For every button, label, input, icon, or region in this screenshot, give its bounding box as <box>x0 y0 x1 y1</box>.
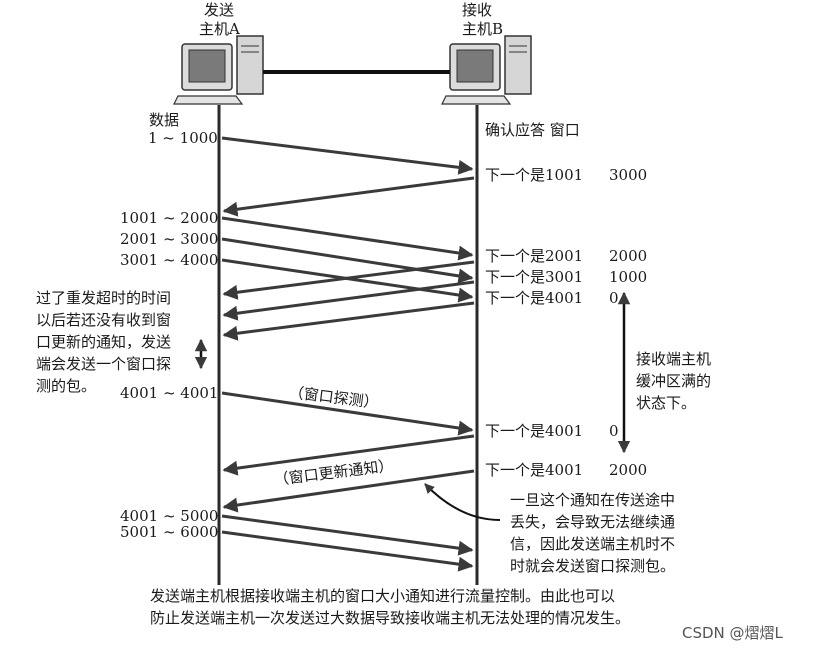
computer-a-icon <box>173 35 264 105</box>
ack-window-4: 0 <box>609 289 619 307</box>
segment-arrow-4001-5000 <box>221 514 474 556</box>
segment-arrow-2001-3000 <box>221 237 474 284</box>
loss-note-line-3: 信，因此发送端主机时不 <box>510 535 676 553</box>
timeout-note-line-1: 过了重发超时的时间 <box>36 289 172 307</box>
segment-label-3: 2001 ~ 3000 <box>120 230 219 248</box>
computer-b-icon <box>441 35 532 105</box>
buffer-note-line-2: 缓冲区满的 <box>636 372 712 390</box>
ack-window-3: 1000 <box>609 268 648 286</box>
segment-label-2: 1001 ~ 2000 <box>120 209 219 227</box>
probe-arrow-4001 <box>221 391 474 436</box>
loss-note-line-2: 丢失，会导致无法继续通 <box>510 513 676 531</box>
update-arrow-4001-w2000 <box>222 469 475 513</box>
segment-arrow-1001-2000 <box>221 216 474 261</box>
ack-label-3: 下一个是3001 <box>485 268 584 286</box>
receiver-host-label-1: 接收 <box>462 1 493 19</box>
data-header: 数据 <box>149 111 180 129</box>
loss-note-line-4: 时就会发送窗口探测包。 <box>510 557 676 575</box>
ack-arrow-4001-w0-b <box>222 434 475 476</box>
ack-label-2: 下一个是2001 <box>485 247 584 265</box>
ack-window-6: 2000 <box>609 461 648 479</box>
loss-pointer-arrow <box>424 483 501 521</box>
figure-caption: 发送端主机根据接收端主机的窗口大小通知进行流量控制。由此也可以 防止发送端主机一… <box>150 585 710 629</box>
segment-label-1: 1 ~ 1000 <box>148 129 218 147</box>
timeout-note-line-3: 口更新的通知，发送 <box>36 333 172 351</box>
buffer-note-line-1: 接收端主机 <box>636 350 712 368</box>
timeout-note-line-5: 测的包。 <box>36 377 97 395</box>
ack-window-header: 确认应答 窗口 <box>485 121 580 139</box>
timeout-note-line-2: 以后若还没有收到窗 <box>36 311 172 329</box>
sender-host-label-1: 发送 <box>204 1 235 19</box>
segment-label-6: 4001 ~ 5000 <box>120 507 219 525</box>
segment-arrow-1-1000 <box>221 136 474 175</box>
ack-window-5: 0 <box>609 422 619 440</box>
ack-label-1: 下一个是1001 <box>485 166 584 184</box>
buffer-full-note: 接收端主机 缓冲区满的 状态下。 <box>636 348 746 414</box>
ack-label-4: 下一个是4001 <box>485 289 584 307</box>
receiver-host-label-2: 主机B <box>462 20 504 38</box>
sender-host-label-2: 主机A <box>199 20 240 38</box>
segment-label-7: 5001 ~ 6000 <box>120 523 219 541</box>
ack-arrow-4001-w0 <box>222 301 475 341</box>
timeout-note: 过了重发超时的时间 以后若还没有收到窗 口更新的通知，发送 端会发送一个窗口探 … <box>36 287 206 397</box>
ack-label-5: 下一个是4001 <box>485 422 584 440</box>
watermark: CSDN @熠熠L <box>682 624 783 642</box>
timeout-note-line-4: 端会发送一个窗口探 <box>36 355 172 373</box>
ack-arrow-2001 <box>222 260 475 300</box>
loss-note: 一旦这个通知在传送途中 丢失，会导致无法继续通 信，因此发送端主机时不 时就会发… <box>510 489 730 577</box>
ack-arrow-3001 <box>222 280 475 321</box>
caption-line-1: 发送端主机根据接收端主机的窗口大小通知进行流量控制。由此也可以 <box>150 587 616 605</box>
caption-line-2: 防止发送端主机一次发送过大数据导致接收端主机无法处理的情况发生。 <box>150 609 631 627</box>
ack-window-1: 3000 <box>609 166 648 184</box>
ack-arrow-1001 <box>222 176 475 217</box>
ack-label-6: 下一个是4001 <box>485 461 584 479</box>
segment-arrow-5001-6000 <box>221 530 474 572</box>
segment-label-5: 4001 ~ 4001 <box>120 384 219 402</box>
segment-label-4: 3001 ~ 4000 <box>120 251 219 269</box>
ack-window-2: 2000 <box>609 247 648 265</box>
loss-note-line-1: 一旦这个通知在传送途中 <box>510 491 676 509</box>
buffer-note-line-3: 状态下。 <box>636 394 697 412</box>
